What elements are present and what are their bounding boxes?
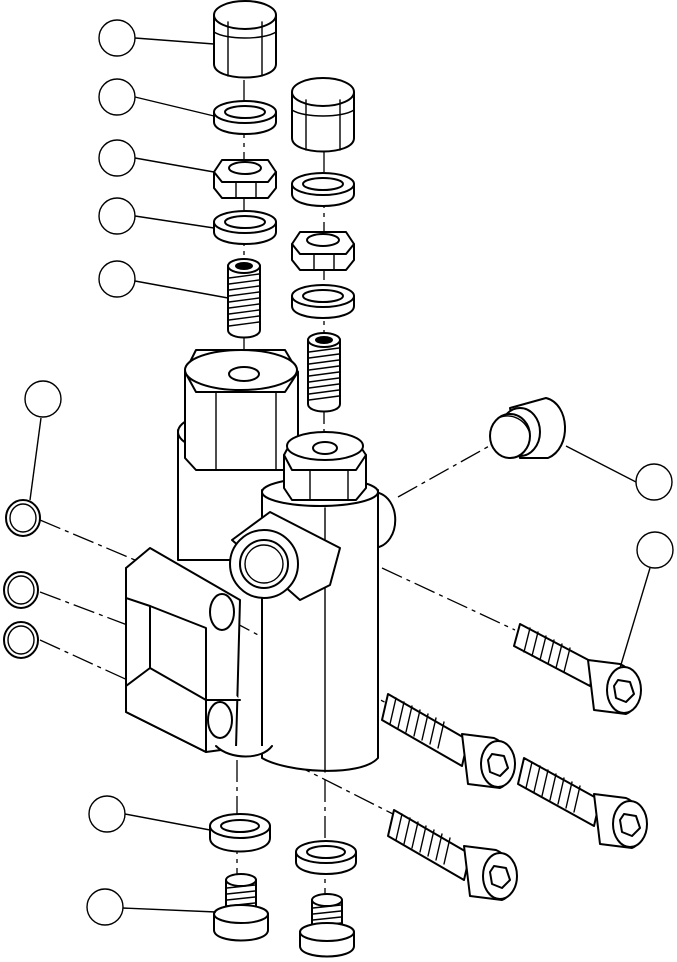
adjusting-screw-right [307,332,341,413]
cap-screw-1 [513,623,642,715]
lock-nut-left [213,159,277,199]
o-ring-1 [5,499,41,537]
callout-4 [98,197,136,235]
seal-washer-6 [295,840,357,875]
cap-screw-4 [387,809,518,901]
leader-lines [29,37,651,913]
side-plug [489,397,566,459]
o-ring-2 [3,571,39,609]
plug-right [299,893,355,958]
callout-5 [98,260,136,298]
callout-3 [98,139,136,177]
callout-1 [98,19,136,57]
seal-washer-3 [291,172,355,207]
callout-2 [98,78,136,116]
o-rings [3,499,41,659]
cap-nut-right [291,77,355,153]
lock-nut-right [291,231,355,271]
seal-washer-2 [213,210,277,245]
callout-balloons [24,19,674,926]
seal-washer-5 [209,813,271,853]
o-ring-3 [3,621,39,659]
cap-nut-left [213,0,277,79]
cap-screw-3 [517,757,648,849]
plug-left [213,873,269,942]
seal-washer-1 [213,100,277,135]
cap-screw-2 [381,693,516,789]
callout-8 [636,531,674,569]
callout-7 [635,463,673,501]
callout-9 [88,795,126,833]
seal-washer-4 [291,284,355,319]
callout-6 [24,380,62,418]
valve-body [125,349,397,773]
callout-10 [86,888,124,926]
adjusting-screw-left [227,258,261,339]
